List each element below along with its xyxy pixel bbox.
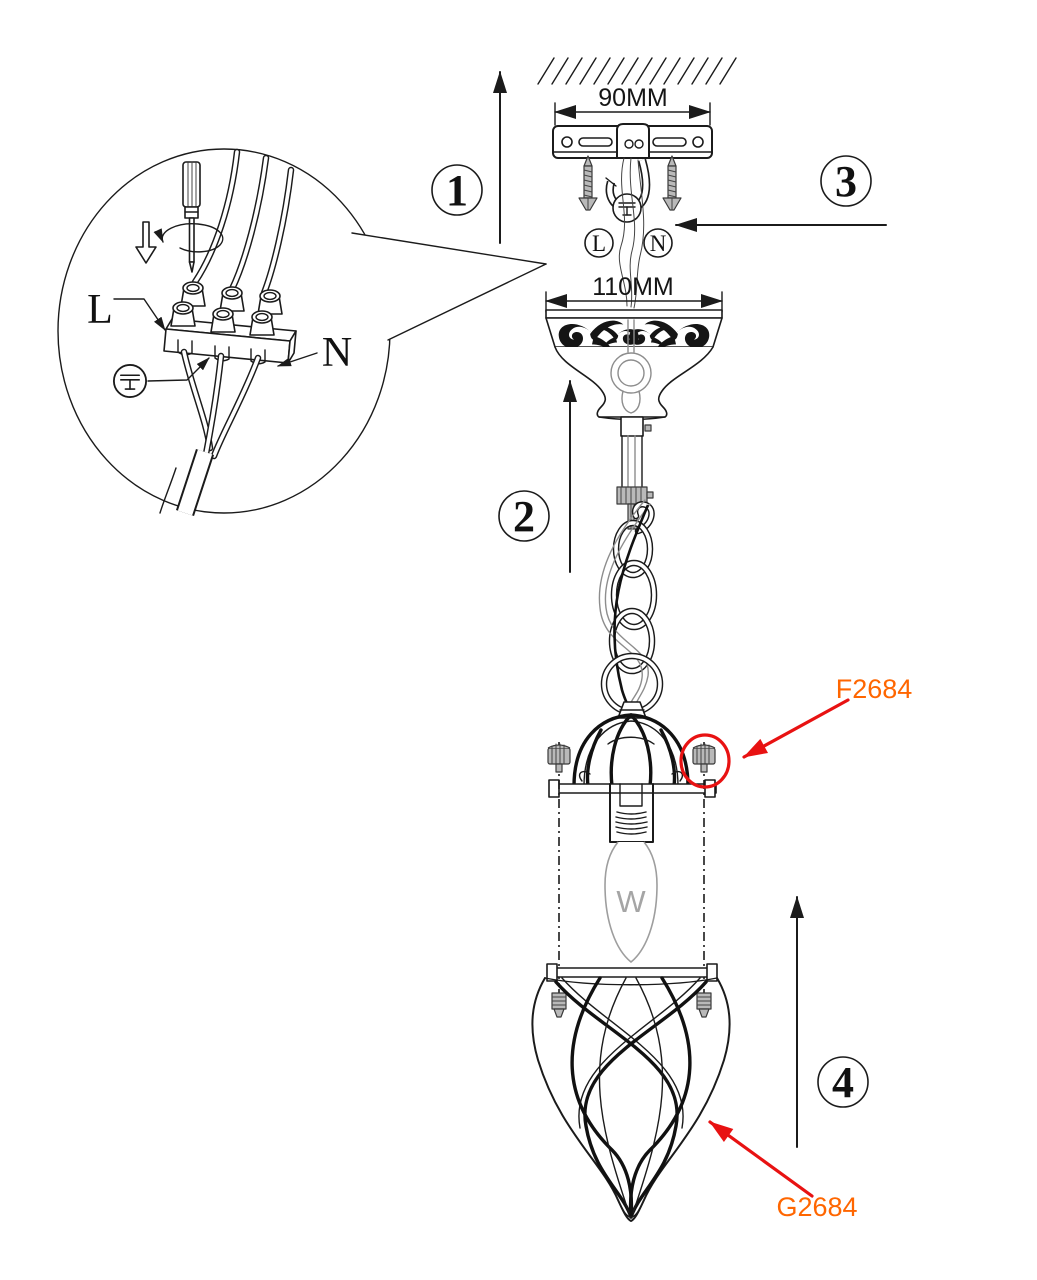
detail-label-ground [112,357,210,399]
stem-and-chain [598,435,664,716]
ground-symbol-top-icon [612,193,642,223]
svg-text:N: N [650,231,667,256]
detail-label-neutral: N [277,330,352,376]
part-code-glass: G2684 [776,1192,857,1222]
step-4-number: 4 [832,1058,854,1107]
canopy-inner-loop [610,319,652,414]
chain-hook [631,501,655,535]
dimension-canopy-width-label: 110MM [592,273,674,301]
shade-screw-left-icon [551,992,567,1018]
shade-screw-right-icon [696,992,712,1018]
socket-thread [615,811,648,835]
svg-text:N: N [322,330,352,376]
ceiling-screw-left [578,155,598,211]
ceiling-hatching [537,57,737,85]
dimension-canopy-width: 110MM [545,273,723,313]
part-callout-glass: G2684 [708,1120,858,1222]
bulb-wattage-mark: W [616,884,646,919]
step-1: 1 [431,71,507,244]
step-2: 2 [498,380,577,573]
wire-label-live: L [584,228,614,258]
shade-holder [546,963,718,1018]
pointer-arrow-frame [742,698,850,759]
thumb-screw-right-icon [692,743,716,773]
ground-symbol-detail-icon [112,363,148,399]
press-down-arrow [135,221,157,264]
svg-text:L: L [87,287,113,333]
socket-and-bulb: W [604,783,658,964]
dimension-bracket-width: 90MM [554,84,711,126]
wire-label-neutral: N [643,228,673,258]
detail-label-live: L [87,287,166,333]
mounting-bracket [552,123,713,213]
highlight-circle [679,733,731,789]
supply-wires [618,157,645,309]
detail-outgoing-wires [159,348,262,516]
step-3-number: 3 [835,157,857,206]
part-callout-frame: F2684 [679,674,913,789]
candle-bulb: W [604,841,658,964]
svg-text:L: L [592,231,606,256]
chain-links [608,519,658,675]
step-2-number: 2 [513,492,535,541]
step-1-number: 1 [446,166,468,215]
dimension-bracket-width-label: 90MM [598,84,667,112]
step-4: 4 [790,896,869,1148]
ceiling-screw-right [662,155,682,211]
step-3: 3 [675,155,887,232]
screwdriver-icon [182,161,201,273]
pointer-arrow-glass [708,1120,814,1198]
terminal-block [163,281,297,365]
detail-incoming-wires [191,148,295,297]
rotate-arrow [153,223,224,253]
part-code-frame: F2684 [836,674,913,704]
ceiling-canopy [545,309,723,437]
lamp-cord [598,499,651,708]
wiring-detail-balloon: L N [57,148,547,516]
thumb-screw-left-icon [547,743,571,773]
glass-shade [531,976,731,1222]
